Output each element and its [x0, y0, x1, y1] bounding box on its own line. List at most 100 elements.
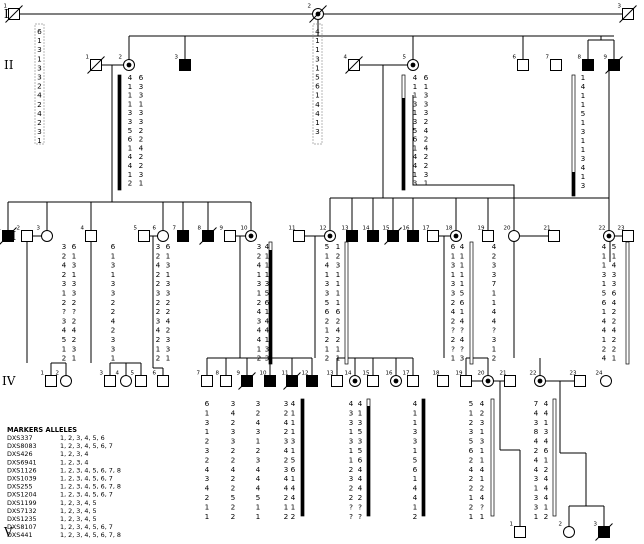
- allele-IV16: 1: [413, 418, 418, 427]
- allele-III18: 1: [451, 354, 456, 363]
- allele-III3: 1: [72, 354, 77, 363]
- allele-III10: 1: [257, 344, 262, 353]
- allele-IV11: 1: [284, 502, 289, 511]
- allele-IV8: 5: [231, 493, 236, 502]
- individual-IV-9-deceased-slash: [238, 372, 256, 390]
- allele-IV21: 1: [534, 484, 539, 493]
- allele-III18: 1: [460, 307, 465, 316]
- individual-III-10-carrier-dot: [248, 233, 254, 239]
- allele-IV14: 2: [349, 484, 354, 493]
- individual-III-14-id: 14: [363, 226, 370, 232]
- individual-III-20: [508, 230, 520, 242]
- individual-IV-23: [574, 375, 586, 387]
- allele-III18: 6: [460, 298, 465, 307]
- individual-IV-15: [367, 375, 379, 387]
- allele-IV16: 1: [413, 446, 418, 455]
- allele-III20: 4: [492, 307, 497, 316]
- legend-header: MARKERS ALLELES: [7, 426, 77, 434]
- allele-I1: 3: [37, 127, 42, 136]
- individual-III-16-id: 16: [403, 226, 410, 232]
- individual-IV-17: [407, 375, 419, 387]
- allele-III3: 2: [72, 316, 77, 325]
- allele-III20: 3: [492, 335, 497, 344]
- allele-IV21: 4: [534, 408, 539, 417]
- individual-III-15-deceased-slash: [384, 227, 402, 245]
- allele-IV19: 4: [480, 465, 485, 474]
- individual-IV-2: [60, 375, 72, 387]
- allele-III22: 4: [612, 326, 617, 335]
- allele-I2: 1: [315, 63, 320, 72]
- allele-IV8: 4: [231, 408, 236, 417]
- allele-III10: 4: [257, 307, 262, 316]
- allele-IV8: 2: [231, 502, 236, 511]
- legend-marker-DXS6941: DXS6941: [7, 458, 37, 466]
- allele-IV11: 4: [284, 474, 289, 483]
- allele-IV21: 4: [544, 484, 549, 493]
- legend-alleles-DXS441: 1, 2, 3, 4, 5, 6, 7, 8: [60, 531, 121, 539]
- legend-alleles-DXS1204: 1, 2, 3, 4, 5, 6, 7: [60, 491, 113, 499]
- allele-IV21: 3: [534, 493, 539, 502]
- allele-I1: 3: [37, 73, 42, 82]
- allele-IV16: 1: [413, 408, 418, 417]
- allele-I1: 2: [37, 100, 42, 109]
- legend-alleles-DXS426: 1, 2, 3, 4: [60, 450, 88, 458]
- allele-I1: 3: [37, 45, 42, 54]
- allele-IV19: 1: [469, 408, 474, 417]
- allele-IV9: 3: [256, 399, 261, 408]
- allele-IV19: 1: [469, 512, 474, 521]
- allele-III6: 3: [166, 344, 171, 353]
- allele-III18: 4: [460, 242, 465, 251]
- individual-II-3: [179, 59, 191, 71]
- allele-IV21: 3: [534, 474, 539, 483]
- allele-II5: 4: [424, 143, 429, 152]
- allele-III20: 2: [492, 251, 497, 260]
- individual-III-4-id: 4: [81, 226, 85, 232]
- allele-III3: 2: [62, 298, 67, 307]
- allele-III12: 6: [325, 307, 330, 316]
- individual-II-3-id: 3: [175, 55, 179, 61]
- allele-IV21: 1: [544, 502, 549, 511]
- allele-IV21: 1: [544, 455, 549, 464]
- legend-marker-DXS8083: DXS8083: [7, 442, 37, 450]
- allele-IV7: 3: [205, 418, 210, 427]
- allele-III3: 4: [62, 326, 67, 335]
- allele-III4: 3: [111, 261, 116, 270]
- haplotype-box-I2: [312, 23, 323, 145]
- allele-II5: 6: [424, 73, 429, 82]
- allele-III18: 4: [460, 335, 465, 344]
- allele-III6: 3: [156, 316, 161, 325]
- haplotype-bar: [490, 398, 495, 517]
- allele-IV9: 2: [256, 408, 261, 417]
- haplotype-bar-fill: [422, 399, 425, 516]
- allele-II2: 4: [128, 73, 133, 82]
- individual-III-2-id: 2: [17, 226, 21, 232]
- individual-IV-5: [135, 375, 147, 387]
- allele-III22: 4: [602, 242, 607, 251]
- allele-IV8: 4: [231, 465, 236, 474]
- allele-II2: 1: [128, 91, 133, 100]
- allele-III12: 4: [325, 261, 330, 270]
- allele-III22: 5: [602, 289, 607, 298]
- allele-II7: 3: [581, 154, 586, 163]
- legend-marker-DXS1039: DXS1039: [7, 475, 37, 483]
- allele-IV7: 3: [205, 446, 210, 455]
- allele-IV16: 3: [413, 437, 418, 446]
- individual-V-3-id: 3: [594, 522, 598, 528]
- allele-IV19: 5: [469, 437, 474, 446]
- allele-II2: 1: [128, 82, 133, 91]
- allele-III3: 4: [72, 326, 77, 335]
- allele-III6: 1: [166, 354, 171, 363]
- allele-IV12: 5: [291, 455, 296, 464]
- allele-IV12: 4: [291, 484, 296, 493]
- allele-II5: 3: [413, 117, 418, 126]
- allele-IV21: 3: [544, 427, 549, 436]
- allele-III10: 4: [257, 326, 262, 335]
- allele-IV19: 2: [480, 484, 485, 493]
- allele-III18: 4: [451, 307, 456, 316]
- allele-IV14: ?: [349, 512, 353, 521]
- allele-III22: 2: [612, 316, 617, 325]
- connector-line: [412, 95, 515, 231]
- allele-IV21: 4: [544, 399, 549, 408]
- allele-II7: 5: [581, 109, 586, 118]
- individual-IV-21: [504, 375, 516, 387]
